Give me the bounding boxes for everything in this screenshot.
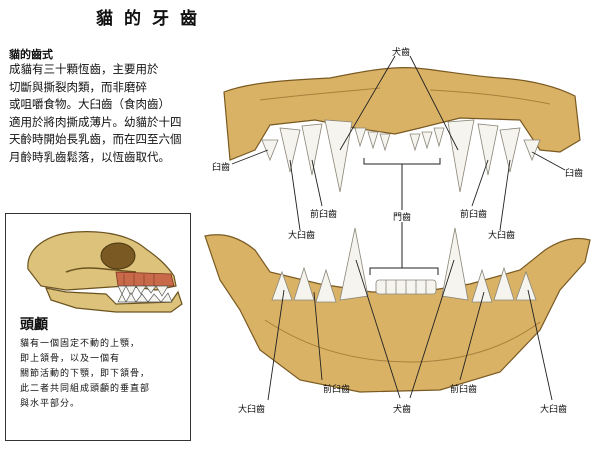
label-molar-left: 臼齒 <box>212 163 231 173</box>
label-molar-right: 臼齒 <box>565 169 584 179</box>
mandible-shape <box>45 287 183 313</box>
dentition-line: 月齡時乳齒鬆落，以恆齒取代。 <box>9 149 170 164</box>
skull-lower-teeth <box>117 292 173 303</box>
zygomatic-arch <box>65 267 137 273</box>
dentition-line: 成貓有三十顆恆齒，主要用於 <box>9 62 159 76</box>
page-title: 貓的牙齒 <box>96 9 208 29</box>
skull-line: 與水平部分。 <box>20 399 81 409</box>
label-premolar-upper-right: 前臼齒 <box>460 210 488 220</box>
label-large-molar-upper-left: 大臼齒 <box>288 231 316 241</box>
label-incisor: 門齒 <box>393 213 412 223</box>
upper-canine-left <box>324 119 353 193</box>
skull-title: 頭顱 <box>20 317 48 333</box>
eye-socket-icon <box>100 242 136 270</box>
skull-line: 關節活動的下顎，即下頷骨， <box>20 369 151 379</box>
lower-jaw-bone <box>204 234 591 393</box>
label-premolar-upper-left: 前臼齒 <box>310 210 338 220</box>
lower-premolar-right-1 <box>471 268 493 303</box>
dentition-heading: 貓的齒式 <box>9 48 53 61</box>
skull-illustration <box>27 231 183 313</box>
skull-line: 貓有一個固定不動的上顎， <box>20 339 141 349</box>
lower-canine-right <box>441 227 469 301</box>
dentition-line: 切斷與撕裂肉類，而非磨碎 <box>9 79 147 94</box>
lower-premolar-left-2 <box>315 268 337 303</box>
upper-premolar-right-1 <box>477 123 499 176</box>
label-large-molar-lower-left: 大臼齒 <box>238 405 266 415</box>
lower-molar-right <box>515 270 537 301</box>
upper-molar-right <box>523 139 541 162</box>
skull-line: 此二者共同組成頭顱的垂直部 <box>20 384 151 394</box>
lower-molar-left <box>271 270 293 301</box>
upper-premolar-left-1 <box>279 127 301 173</box>
incisor-brackets <box>363 158 441 275</box>
lower-canine-left <box>339 227 369 301</box>
label-large-molar-lower-right: 大臼齒 <box>540 405 568 415</box>
label-premolar-lower-right: 前臼齒 <box>450 385 478 395</box>
highlight-region <box>115 271 175 287</box>
upper-incisor <box>379 133 391 152</box>
label-large-molar-upper-right: 大臼齒 <box>488 231 516 241</box>
label-canine-bottom: 犬齒 <box>393 405 412 415</box>
skull-paragraph: 貓有一個固定不動的上顎， 即上頷骨，以及一個有 關節活動的下顎，即下頷骨， 此二… <box>20 337 150 412</box>
upper-incisor <box>367 131 379 150</box>
upper-incisor <box>421 131 433 150</box>
lower-premolar-left-1 <box>293 266 315 301</box>
label-premolar-lower-left: 前臼齒 <box>323 385 351 395</box>
lower-premolar-right-2 <box>493 266 515 301</box>
dentition-line: 或咀嚼食物。大臼齒（食肉齒） <box>9 97 170 111</box>
upper-premolar-left-2 <box>301 123 323 176</box>
upper-incisor <box>354 127 367 148</box>
upper-canine-right <box>447 119 475 193</box>
dentition-line: 天齡時開始長乳齒，而在四至六個 <box>9 132 182 146</box>
upper-jaw-bone <box>223 67 581 161</box>
upper-teeth <box>261 119 541 193</box>
upper-molar-left <box>261 139 279 162</box>
upper-premolar-right-2 <box>499 127 521 173</box>
lower-teeth <box>271 227 537 303</box>
dentition-line: 適用於將肉撕成薄片。幼貓於十四 <box>9 114 182 129</box>
upper-incisor <box>409 133 421 152</box>
label-canine-top: 犬齒 <box>392 48 411 58</box>
skull-inset-box: 頭顱 貓有一個固定不動的上顎， 即上頷骨，以及一個有 關節活動的下顎，即下頷骨，… <box>5 213 191 441</box>
skull-line: 即上頷骨，以及一個有 <box>20 354 121 364</box>
upper-incisor <box>433 127 445 148</box>
dentition-paragraph: 成貓有三十顆恆齒，主要用於 切斷與撕裂肉類，而非磨碎 或咀嚼食物。大臼齒（食肉齒… <box>9 61 199 166</box>
pointer-lines <box>231 55 566 401</box>
